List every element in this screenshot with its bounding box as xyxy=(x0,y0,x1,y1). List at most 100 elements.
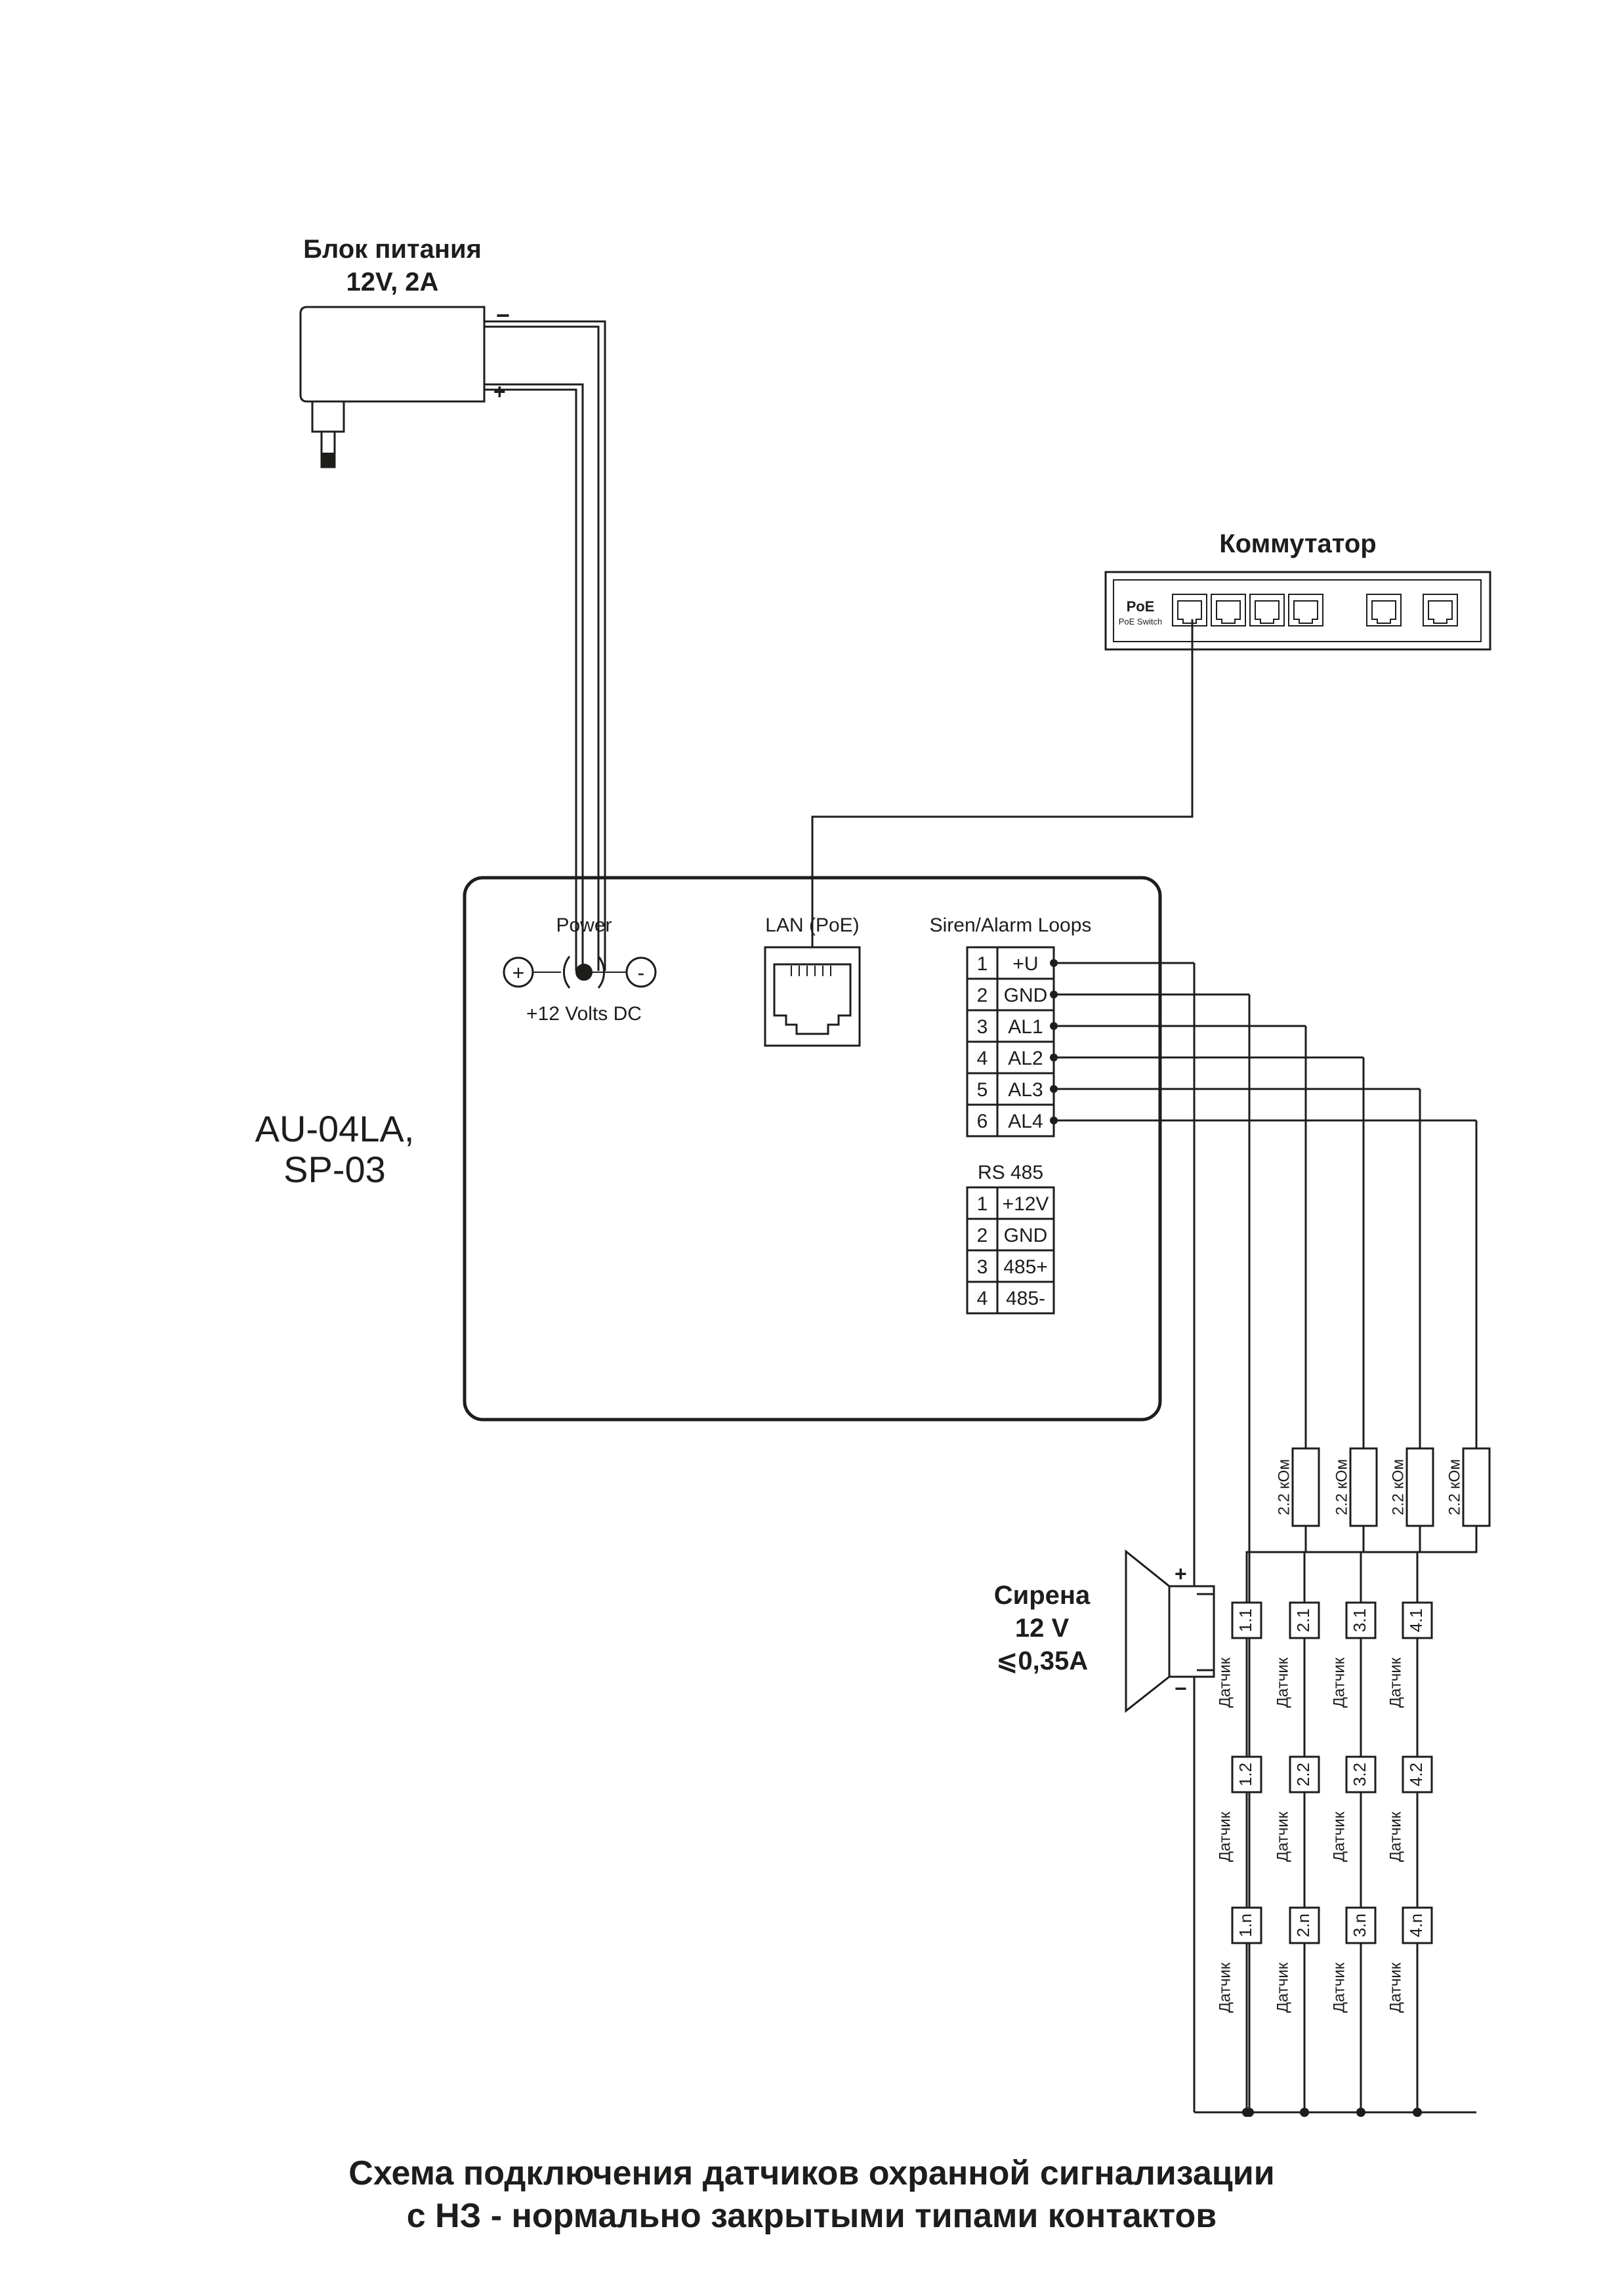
alarm-terminal-name: +U xyxy=(1012,953,1038,975)
resistor-label: 2.2 кОм xyxy=(1333,1459,1350,1515)
rs485-terminal-name-cell xyxy=(996,1281,1055,1315)
sensor-id: 1.n xyxy=(1236,1914,1255,1937)
sensor-label: Датчик xyxy=(1386,1811,1404,1862)
loop-resistor xyxy=(1291,1447,1320,1527)
device-body xyxy=(463,876,1162,1422)
bus-junction xyxy=(1245,2108,1254,2117)
alarm-terminal-num-cell xyxy=(966,1072,999,1106)
power-input-plus: + xyxy=(512,961,525,985)
sensor-id: 4.n xyxy=(1406,1914,1426,1937)
siren-label-line1: Сирена xyxy=(994,1581,1091,1610)
device-name-line2: SP-03 xyxy=(283,1149,386,1190)
rs485-terminal-num: 4 xyxy=(977,1288,988,1309)
caption-line2: с НЗ - нормально закрытыми типами контак… xyxy=(407,2197,1217,2235)
sensor-label: Датчик xyxy=(1330,1811,1348,1862)
sensor-contact xyxy=(1402,1906,1433,1944)
rs485-terminal-name: GND xyxy=(1004,1225,1048,1246)
alarm-terminal-num: 6 xyxy=(977,1111,988,1132)
siren-minus: − xyxy=(1175,1677,1187,1700)
sensor-label: Датчик xyxy=(1330,1657,1348,1708)
device-name-line1: AU-04LA, xyxy=(255,1108,415,1149)
loop-chain-wire xyxy=(1360,1526,1421,1603)
siren-label-line2: 12 V xyxy=(1015,1614,1070,1643)
rs485-terminal-num: 3 xyxy=(977,1256,988,1278)
sensor-label: Датчик xyxy=(1386,1657,1404,1708)
sensor-label: Датчик xyxy=(1216,1657,1234,1708)
alarm-terminal-num: 1 xyxy=(977,953,988,975)
sensor-contact xyxy=(1345,1755,1377,1794)
siren-plus: + xyxy=(1175,1562,1187,1586)
alarm-terminal-name: AL4 xyxy=(1008,1111,1043,1132)
rs485-terminal-num: 1 xyxy=(977,1193,988,1215)
lan-label: LAN (PoE) xyxy=(765,914,859,936)
siren-label-line3: ⩽0,35A xyxy=(996,1647,1088,1675)
bus-junction xyxy=(1413,2108,1422,2117)
rs485-block-title: RS 485 xyxy=(978,1162,1043,1183)
power-supply-plug xyxy=(311,400,345,433)
loop-resistor xyxy=(1462,1447,1491,1527)
power-wire-plus-2 xyxy=(484,388,577,971)
alarm-terminal-num: 2 xyxy=(977,985,988,1006)
resistor-label: 2.2 кОм xyxy=(1389,1459,1407,1515)
alarm-terminal-name-cell xyxy=(996,977,1055,1012)
alarm-terminal-name-cell xyxy=(996,1072,1055,1106)
loop-resistor xyxy=(1349,1447,1378,1527)
loop-resistor xyxy=(1405,1447,1434,1527)
sensor-label: Датчик xyxy=(1386,1962,1404,2013)
siren-body xyxy=(1168,1585,1215,1678)
power-wire-minus-2 xyxy=(484,325,600,971)
sensor-id: 2.1 xyxy=(1293,1609,1313,1632)
rs485-terminal-num: 2 xyxy=(977,1225,988,1246)
power-input-minus-circle xyxy=(625,956,657,988)
lan-cable xyxy=(811,619,1194,1004)
switch-model: PoE Switch xyxy=(1119,617,1162,626)
sensor-label: Датчик xyxy=(1216,1811,1234,1862)
alarm-terminal-name: AL2 xyxy=(1008,1048,1043,1069)
sensor-id: 1.2 xyxy=(1236,1763,1255,1786)
loop-chain-wire xyxy=(1245,1526,1307,1603)
loop-chain-wire xyxy=(1416,1526,1478,1603)
power-supply-title: Блок питания xyxy=(303,235,482,264)
power-input-minus: - xyxy=(638,961,645,985)
bus-junction xyxy=(1300,2108,1309,2117)
alarm-terminal-num: 5 xyxy=(977,1079,988,1101)
siren-cone xyxy=(1125,1549,1170,1713)
switch-brand: PoE xyxy=(1127,598,1155,615)
sensor-contact xyxy=(1289,1755,1320,1794)
power-supply-rating: 12V, 2A xyxy=(346,268,439,297)
power-wire-minus xyxy=(484,320,606,971)
sensor-contact xyxy=(1231,1906,1262,1944)
power-input-jack-arc xyxy=(563,956,571,989)
power-wire-plus xyxy=(484,383,584,971)
lan-port-jack xyxy=(773,963,852,1035)
rs485-terminal-name: 485- xyxy=(1006,1288,1045,1309)
sensor-label: Датчик xyxy=(1274,1962,1291,2013)
alarm-terminal-num-cell xyxy=(966,1103,999,1138)
sensor-id: 2.n xyxy=(1293,1914,1313,1937)
sensor-label: Датчик xyxy=(1274,1811,1291,1862)
resistor-label: 2.2 кОм xyxy=(1275,1459,1293,1515)
alarm-terminal-num: 3 xyxy=(977,1016,988,1038)
sensor-id: 2.2 xyxy=(1293,1763,1313,1786)
rs485-terminal-name: +12V xyxy=(1003,1193,1049,1215)
sensor-id: 3.2 xyxy=(1350,1763,1369,1786)
power-input-voltage: +12 Volts DC xyxy=(526,1003,642,1025)
loop-chain-wire xyxy=(1303,1526,1365,1603)
siren-return-wire xyxy=(1193,1669,1214,2112)
bus-junction xyxy=(1356,2108,1365,2117)
switch-title: Коммутатор xyxy=(1219,529,1376,558)
power-supply: Блок питания 12V, 2A − + xyxy=(299,235,510,468)
power-wires xyxy=(484,320,606,971)
sensor-id: 4.2 xyxy=(1406,1763,1426,1786)
rs485-terminal-num-cell xyxy=(966,1249,999,1283)
rs485-terminal-name-cell xyxy=(996,1218,1055,1252)
alarm-block-title: Siren/Alarm Loops xyxy=(930,914,1092,936)
rs485-terminal-name-cell xyxy=(996,1186,1055,1220)
rs485-terminal-name-cell xyxy=(996,1249,1055,1283)
sensor-label: Датчик xyxy=(1330,1962,1348,2013)
lan-port-pins xyxy=(791,966,831,976)
